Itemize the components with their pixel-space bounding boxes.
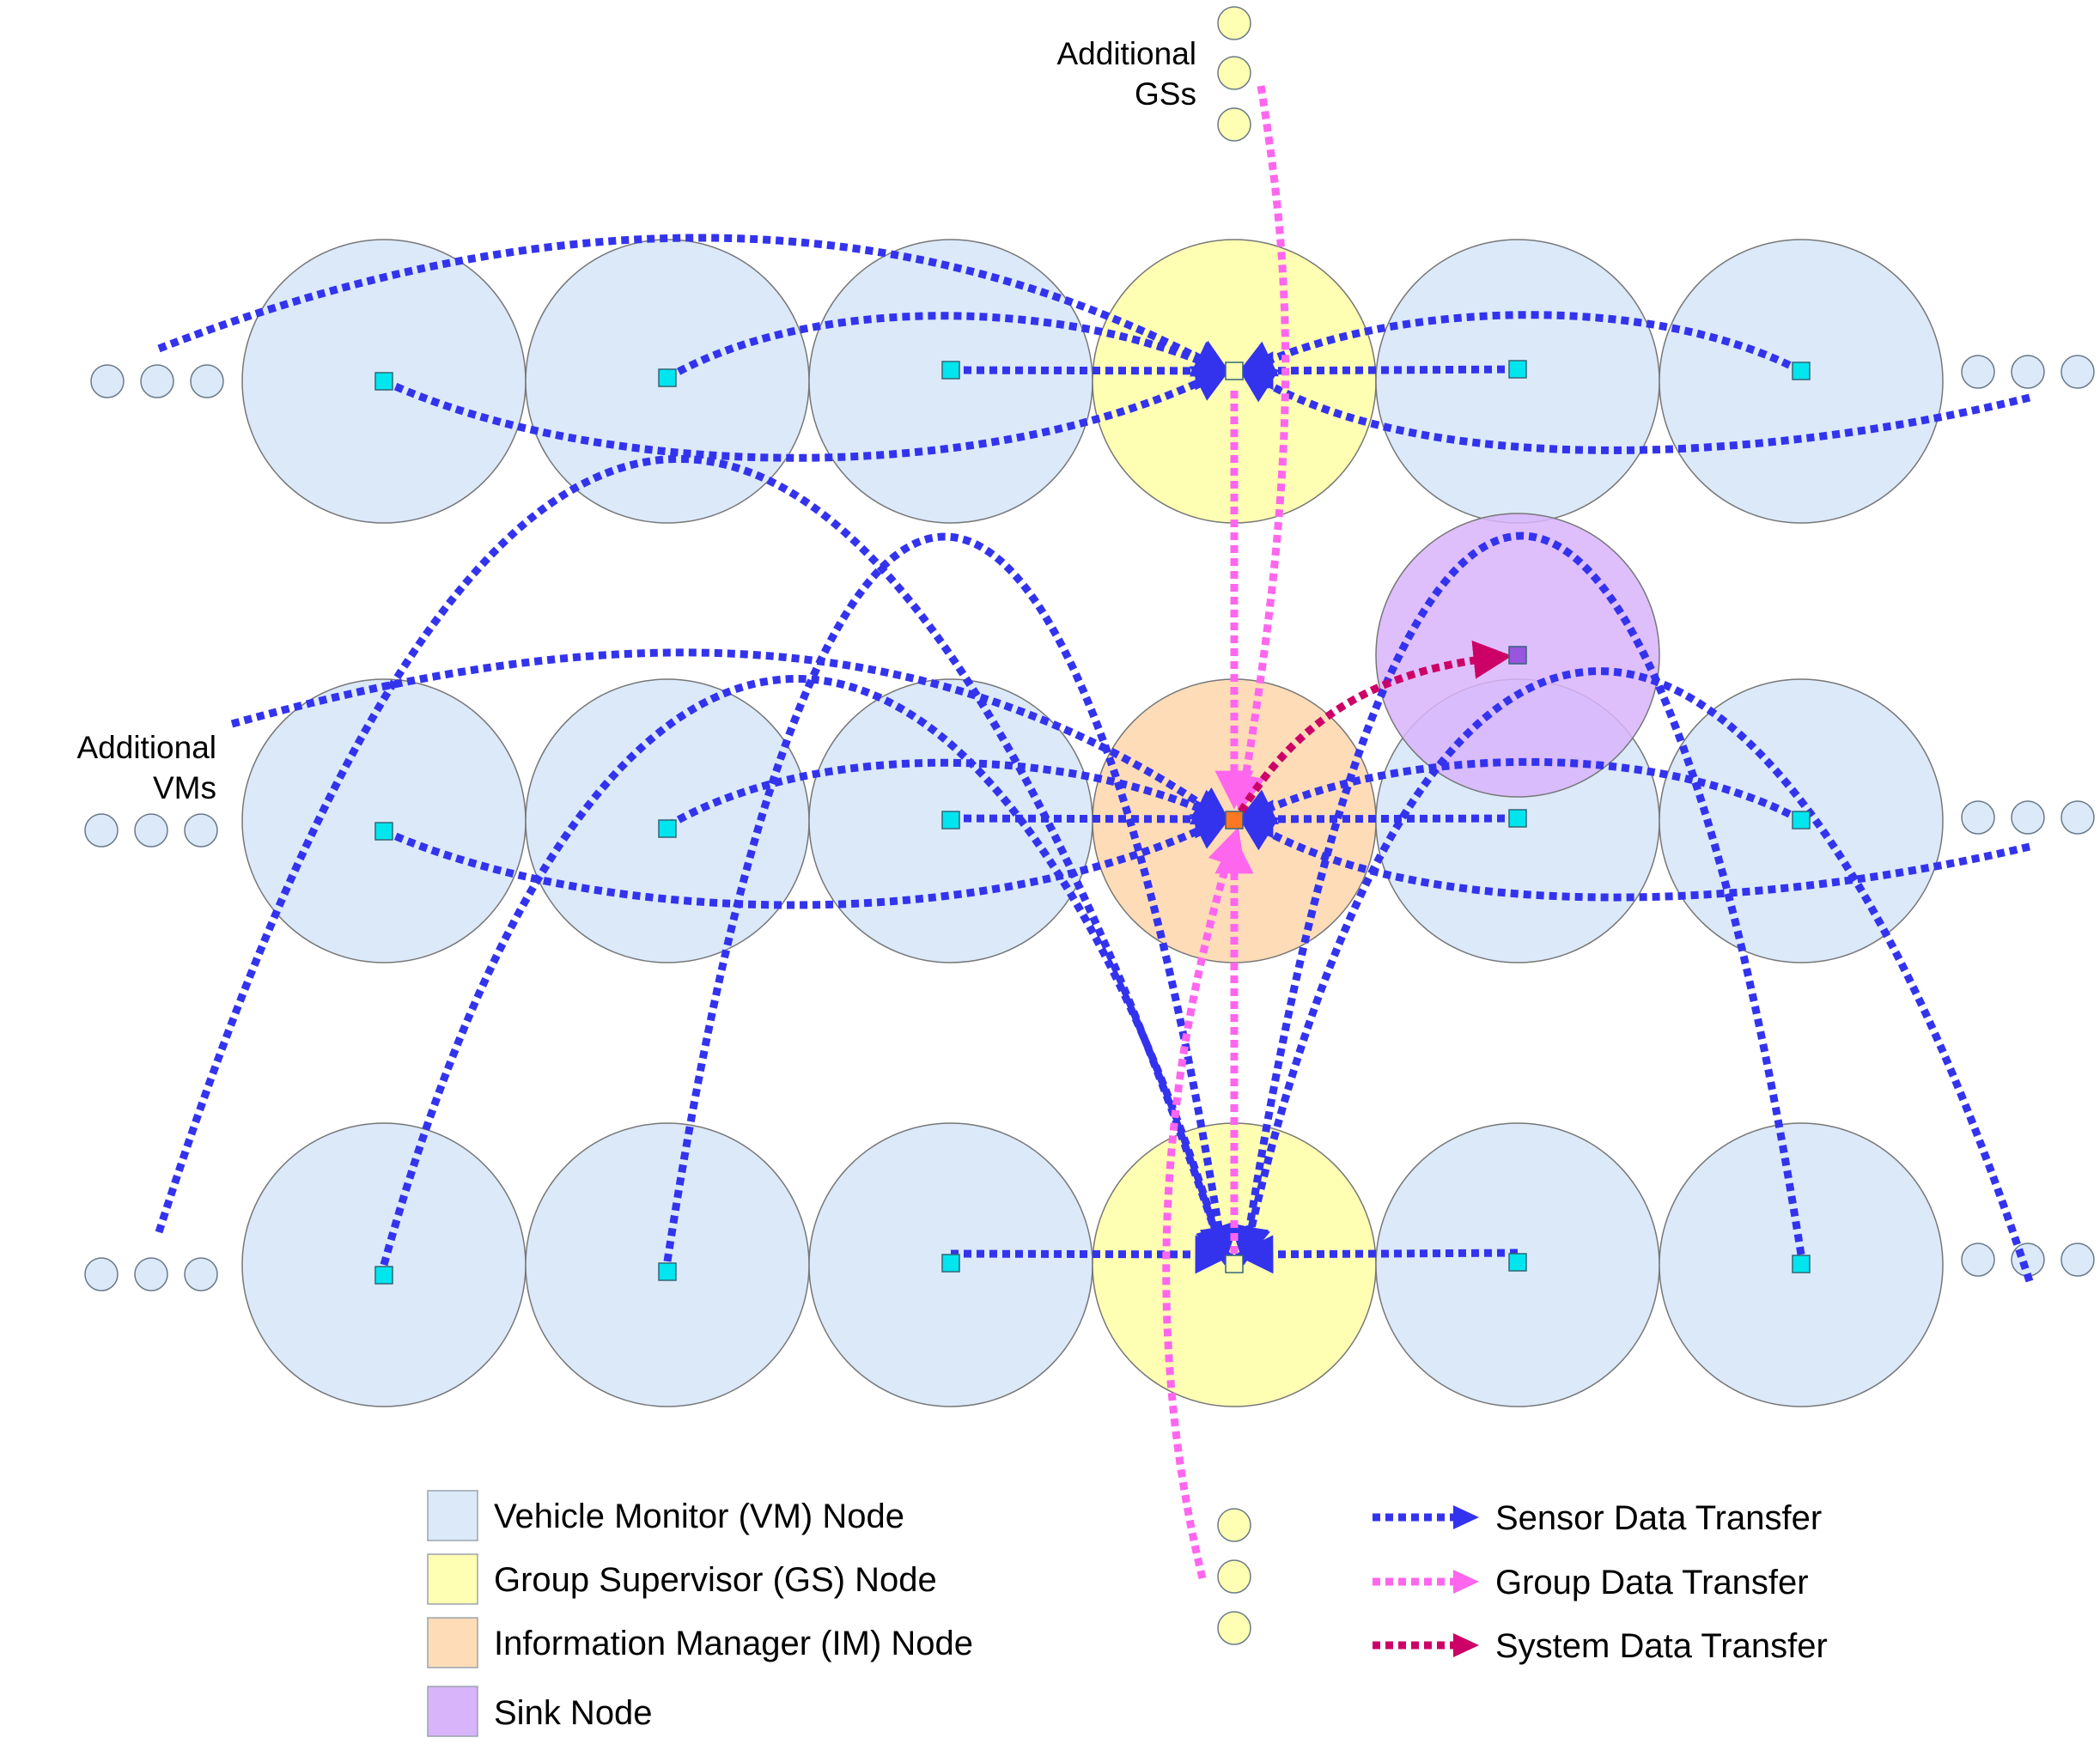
- additional-vm-circle: [1961, 1243, 1995, 1277]
- vm-sensor-marker: [941, 811, 960, 829]
- vm-sensor-marker: [941, 1254, 960, 1273]
- additional-vm-circle: [134, 813, 168, 848]
- additional-gs-circle: [1217, 1611, 1251, 1645]
- sensor-transfer-line: [950, 1235, 1234, 1274]
- vm-node-circle: [808, 239, 1093, 524]
- sensor-transfer-line: [1234, 1235, 1519, 1274]
- vm-sensor-marker: [374, 372, 393, 391]
- transfer-lines: [155, 85, 2034, 1580]
- legend-label-sensor: Sensor Data Transfer: [1495, 1499, 1822, 1537]
- vm-sensor-marker: [941, 361, 960, 380]
- vm-sensor-marker: [1508, 809, 1527, 828]
- additional-vm-circle: [2011, 800, 2045, 835]
- vm-sensor-marker: [1792, 362, 1811, 380]
- vm-sensor-marker: [658, 368, 677, 387]
- sensor-transfer-line: [950, 351, 1234, 391]
- additional-vm-circle: [90, 364, 125, 398]
- legend-arrowhead-sensor: [1453, 1505, 1479, 1529]
- additional-vm-circle: [184, 1257, 218, 1291]
- vm-sensor-marker: [1508, 1253, 1527, 1272]
- legend-label-vm: Vehicle Monitor (VM) Node: [494, 1498, 904, 1535]
- system-transfer-line: [1238, 640, 1513, 814]
- additional-vm-circle: [1961, 355, 1995, 389]
- sensor-transfer-line: [155, 455, 1233, 1265]
- sensor-transfer-line: [950, 799, 1234, 839]
- sensor-transfer-line: [157, 234, 1233, 377]
- additional-vm-circle: [2060, 800, 2095, 835]
- sensor-transfer-line: [380, 675, 1233, 1267]
- vm-sensor-marker: [1508, 360, 1527, 379]
- vm-sensor-marker: [658, 1262, 677, 1281]
- legend-swatch-gs: [427, 1553, 478, 1605]
- sensor-transfer-line: [382, 814, 1233, 909]
- group-transfer-line: [1227, 85, 1290, 814]
- gs-marker: [1225, 1255, 1244, 1273]
- additional-vm-circle: [2011, 355, 2045, 389]
- vm-node-circle: [241, 678, 527, 963]
- additional-gs-circle: [1217, 107, 1251, 142]
- sink-marker: [1508, 646, 1527, 665]
- im-marker: [1225, 811, 1244, 829]
- additional-vm-circle: [140, 364, 174, 398]
- additional-gss-label-line2: GSs: [1135, 76, 1196, 112]
- legend-label-im: Information Manager (IM) Node: [494, 1625, 973, 1662]
- sensor-transfer-line: [1236, 813, 2031, 902]
- additional-gs-circle: [1217, 1559, 1251, 1594]
- vm-sensor-marker: [1792, 811, 1811, 829]
- legend-swatch-im: [427, 1617, 478, 1668]
- vm-sensor-marker: [374, 1266, 393, 1285]
- sensor-transfer-line: [1235, 311, 1804, 377]
- additional-vm-circle: [134, 1257, 168, 1291]
- sensor-transfer-line: [1236, 365, 2031, 454]
- legend: Vehicle Monitor (VM) Node Group Supervis…: [427, 1490, 1828, 1737]
- vm-node-circle: [1659, 239, 1944, 524]
- sensor-transfer-line: [1233, 667, 2034, 1283]
- vm-sensor-marker: [374, 822, 393, 841]
- legend-label-sink: Sink Node: [494, 1694, 653, 1732]
- sensor-transfer-line: [1235, 757, 1804, 824]
- sensor-transfer-line: [382, 366, 1233, 462]
- node-markers: [374, 360, 1811, 1285]
- additional-vm-circle: [1961, 800, 1995, 835]
- sensor-transfer-line: [1234, 799, 1519, 839]
- additional-gs-circle: [1217, 6, 1251, 40]
- additional-vm-circle: [184, 813, 218, 848]
- additional-vm-circle: [84, 1257, 119, 1291]
- sensor-transfer-line: [230, 648, 1233, 826]
- vm-sensor-marker: [658, 819, 677, 838]
- gs-node-circle: [1092, 239, 1377, 524]
- legend-label-gs: Group Supervisor (GS) Node: [494, 1561, 937, 1599]
- sensor-transfer-line: [1230, 532, 1805, 1266]
- additional-vms-label-line1: Additional: [76, 730, 216, 765]
- legend-swatch-vm: [427, 1490, 478, 1541]
- legend-swatch-sink: [427, 1686, 478, 1737]
- additional-gs-circle: [1217, 56, 1251, 90]
- additional-vms-label-line2: VMs: [153, 770, 216, 805]
- vm-sensor-marker: [1792, 1255, 1811, 1273]
- additional-vm-circle: [190, 364, 224, 398]
- additional-vm-circle: [2011, 1243, 2045, 1277]
- sensor-transfer-line: [663, 532, 1239, 1266]
- additional-vm-circle: [2060, 1243, 2095, 1277]
- legend-label-group: Group Data Transfer: [1495, 1564, 1809, 1601]
- additional-gss-label-line1: Additional: [1056, 36, 1196, 71]
- sensor-transfer-line: [665, 758, 1233, 829]
- vm-node-circle: [1375, 239, 1660, 524]
- sensor-transfer-line: [665, 312, 1233, 381]
- legend-arrowhead-group: [1453, 1570, 1479, 1594]
- group-transfer-line: [1162, 826, 1245, 1580]
- sensor-transfer-line: [1234, 351, 1519, 391]
- legend-label-system: System Data Transfer: [1495, 1627, 1828, 1665]
- additional-gs-circle: [1217, 1508, 1251, 1542]
- legend-arrowhead-system: [1453, 1633, 1479, 1657]
- gs-marker: [1225, 362, 1244, 380]
- additional-vm-circle: [84, 813, 119, 848]
- additional-vm-circle: [2060, 355, 2095, 389]
